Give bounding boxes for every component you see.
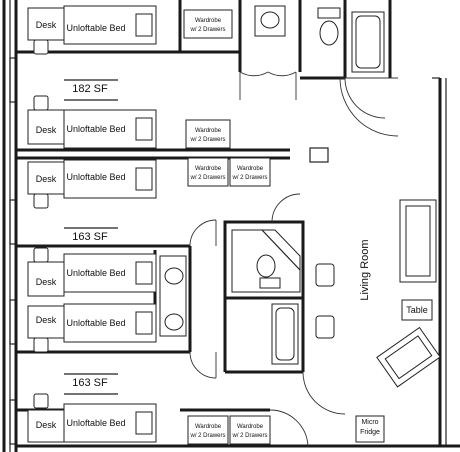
desk-label: Desk: [36, 174, 57, 184]
room-area-label: 182 SF: [72, 83, 108, 95]
pillow: [135, 311, 153, 335]
bathtub-basin: [275, 307, 295, 361]
pillow: [135, 117, 153, 141]
chair: [33, 39, 49, 55]
bathroom-fixtures-middle: [159, 229, 301, 365]
wardrobe-label: w/ 2 Drawers: [189, 433, 225, 439]
sink-basin: [260, 11, 280, 29]
table-label: Table: [406, 305, 428, 315]
table: [401, 299, 433, 321]
desk: [27, 161, 65, 195]
wardrobe: [185, 119, 231, 149]
toilet-tank: [259, 277, 281, 289]
wardrobe: [229, 157, 271, 187]
chair: [33, 393, 49, 409]
door-swings: [189, 71, 399, 447]
desk: [27, 305, 65, 339]
micro-fridge: [355, 415, 385, 443]
pillow: [135, 167, 153, 191]
desk: [27, 7, 65, 41]
wardrobe: [229, 415, 271, 445]
chair: [315, 263, 335, 287]
bathroom-fixtures-top: [254, 5, 385, 73]
chair: [33, 95, 49, 111]
bedroom-furniture: Desk Unloftable Bed Wardrobe w/ 2 Drawer…: [27, 5, 335, 445]
desk-label: Desk: [36, 20, 57, 30]
sofa-cushion: [405, 205, 431, 277]
room-area-label: 163 SF: [72, 231, 108, 243]
chair: [33, 247, 49, 263]
chair: [315, 315, 335, 339]
chair: [33, 337, 49, 353]
pillow: [135, 411, 153, 435]
bed-label: Unloftable Bed: [66, 418, 125, 428]
toilet-tank: [317, 7, 341, 19]
wardrobe: [187, 157, 229, 187]
wardrobe-label: Wardrobe: [195, 18, 222, 24]
desk-label: Desk: [36, 315, 57, 325]
room-area-label: 163 SF: [72, 377, 108, 389]
wardrobe: [187, 415, 229, 445]
wardrobe-label: w/ 2 Drawers: [189, 27, 225, 33]
desk-label: Desk: [36, 277, 57, 287]
wardrobe-label: w/ 2 Drawers: [189, 137, 225, 143]
pillow: [135, 261, 153, 285]
desk: [27, 409, 65, 443]
desk-label: Desk: [36, 125, 57, 135]
toilet-bowl: [319, 20, 339, 46]
bed-label: Unloftable Bed: [66, 124, 125, 134]
micro-fridge-label: Fridge: [360, 429, 380, 436]
wardrobe-label: w/ 2 Drawers: [189, 175, 225, 181]
room-label-living: Living Room: [359, 239, 371, 300]
desk-label: Desk: [36, 420, 57, 430]
wardrobe: [183, 9, 233, 39]
wardrobe-label: Wardrobe: [195, 166, 222, 172]
area-labels: 182 SF 163 SF 163 SF: [64, 79, 118, 395]
micro-fridge-label: Micro: [361, 419, 378, 426]
wardrobe-label: Wardrobe: [237, 424, 264, 430]
wardrobe-label: w/ 2 Drawers: [231, 175, 267, 181]
desk: [27, 261, 65, 297]
wardrobe-label: w/ 2 Drawers: [231, 433, 267, 439]
toilet-bowl: [256, 254, 276, 278]
sink-basin: [164, 267, 184, 285]
bed-label: Unloftable Bed: [66, 268, 125, 278]
wardrobe-label: Wardrobe: [195, 128, 222, 134]
pillow: [135, 13, 153, 37]
bed-label: Unloftable Bed: [66, 23, 125, 33]
bed-label: Unloftable Bed: [66, 172, 125, 182]
bed-label: Unloftable Bed: [66, 318, 125, 328]
sink-basin: [164, 313, 184, 331]
living-room: Table Living Room Micro Fridge: [355, 199, 441, 443]
wardrobe-label: Wardrobe: [195, 424, 222, 430]
loveseat: [376, 326, 441, 388]
chair: [33, 193, 49, 209]
wardrobe-label: Wardrobe: [237, 166, 264, 172]
bathtub-basin: [355, 15, 381, 69]
